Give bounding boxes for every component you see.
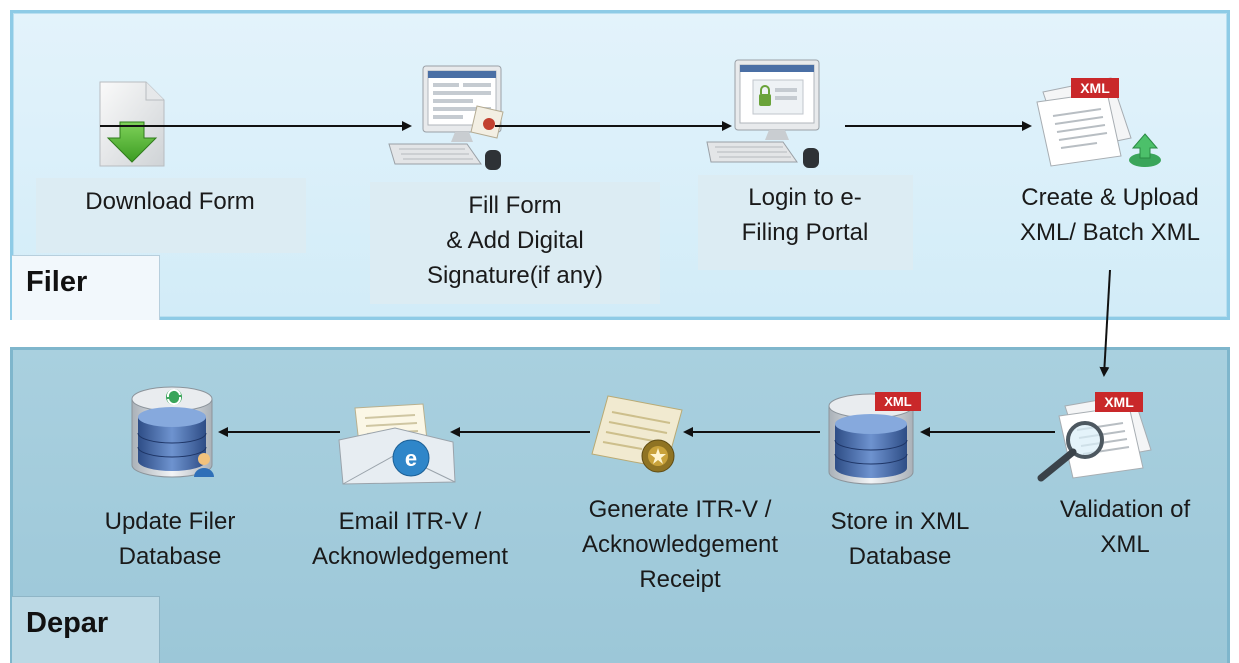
- arrow-upload-to-validation: [1099, 269, 1111, 377]
- email-envelope-icon: e: [338, 403, 456, 485]
- download-file-icon: [99, 81, 165, 167]
- step-label-store: Store in XML Database: [830, 508, 970, 570]
- step-label-email: Email ITR-V / Acknowledgement: [311, 508, 509, 570]
- email-badge: e: [405, 446, 417, 471]
- step-label-validation: Validation of XML: [1059, 496, 1191, 558]
- label-box: [36, 178, 306, 253]
- step-label-download-form: Download Form: [85, 188, 255, 215]
- step-label-create-upload: Create & Upload XML/ Batch XML: [1019, 184, 1201, 246]
- step-label-update: Update Filer Database: [104, 508, 236, 570]
- xml-badge: XML: [1104, 394, 1134, 410]
- step-label-fill-form: Fill Form & Add Digital Signature(if any…: [426, 192, 604, 289]
- xml-database-icon: XML: [828, 392, 921, 485]
- database-user-icon: [131, 386, 214, 478]
- certificate-receipt-icon: [591, 395, 683, 473]
- xml-upload-icon: XML: [1036, 77, 1161, 167]
- xml-badge: XML: [884, 394, 912, 409]
- step-label-generate: Generate ITR-V / Acknowledgement Receipt: [581, 496, 779, 593]
- label-box: [370, 182, 660, 304]
- section-label-department: Depar: [12, 596, 160, 663]
- computer-form-signature-icon: [388, 65, 504, 170]
- label-box: [698, 175, 913, 270]
- section-label-filer: Filer: [12, 255, 160, 320]
- computer-login-icon: [706, 59, 820, 168]
- xml-badge: XML: [1080, 80, 1110, 96]
- step-label-login: Login to e- Filing Portal: [741, 184, 869, 246]
- xml-validation-icon: XML: [1037, 392, 1152, 482]
